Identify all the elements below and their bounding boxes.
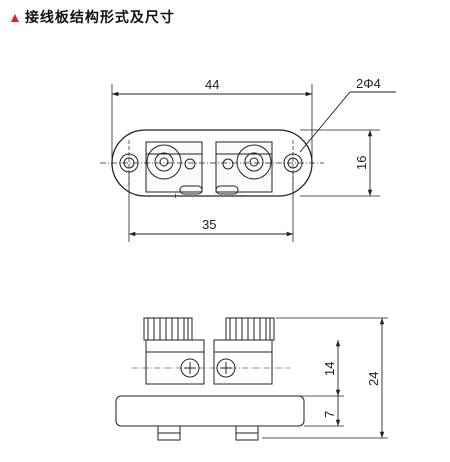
left-terminal-body [145, 339, 205, 385]
dim-14-label: 14 [322, 362, 337, 376]
dim-16-label: 16 [354, 156, 369, 170]
right-insulator-block [215, 141, 273, 193]
plus-sign: + [173, 191, 178, 201]
dim-35-label: 35 [202, 217, 216, 232]
left-insulator-block [145, 141, 203, 193]
left-screw-slot [179, 185, 203, 195]
page-title: ▲接线板结构形式及尺寸 [8, 7, 175, 27]
right-screw-slot [215, 185, 239, 195]
left-knob-side [143, 317, 193, 341]
right-knob-side [225, 317, 275, 341]
title-triangle-icon: ▲ [8, 9, 23, 25]
dim-44-label: 44 [205, 77, 219, 92]
minus-sign: − [240, 191, 246, 202]
left-terminal-knob [146, 144, 182, 180]
dim-hole-label: 2Φ4 [356, 76, 381, 91]
top-view [100, 84, 396, 242]
right-terminal-body [213, 339, 273, 385]
base-plate-side [115, 395, 305, 427]
right-terminal-knob [236, 144, 272, 180]
title-text: 接线板结构形式及尺寸 [24, 9, 175, 25]
dim-7-label: 7 [322, 411, 337, 418]
dim-24-label: 24 [366, 372, 381, 386]
hole-leader-line [299, 91, 396, 153]
side-view [115, 317, 388, 441]
